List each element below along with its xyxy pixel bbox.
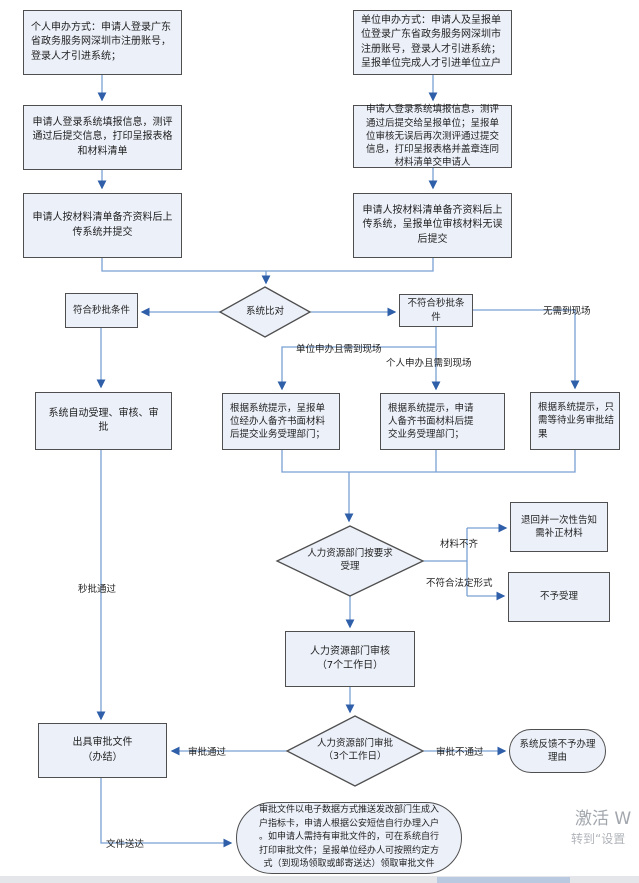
node-auto-process: 系统自动受理、审核、审 批 xyxy=(35,392,172,450)
node-hr-review-7days: 人力资源部门审核 （7个工作日） xyxy=(285,631,415,687)
node-delivery-note-ellipse: 审批文件以电子数据方式推送发改部门生成入 户指标卡，申请人根据公安短信自行办理入… xyxy=(236,802,462,874)
node-wait-for-result: 根据系统提示，只 需等待业务审批结 果 xyxy=(530,392,620,450)
node-unit-step3: 申请人按材料清单备齐资料后上 传系统，呈报单位审核材料无误 后提交 xyxy=(353,193,512,258)
diamond-system-compare xyxy=(218,286,312,338)
edge-label-document-delivery: 文件送达 xyxy=(106,839,145,850)
edge-label-no-onsite: 无需到现场 xyxy=(543,306,591,317)
edge-label-not-approved: 审批不通过 xyxy=(436,747,484,758)
node-personal-step2: 申请人登录系统填报信息，测评 通过后提交信息，打印呈报表格 和材料清单 xyxy=(23,105,182,170)
edge-label-materials-incomplete: 材料不齐 xyxy=(440,539,479,550)
node-not-accepted: 不予受理 xyxy=(508,572,610,622)
node-unit-onsite-materials: 根据系统提示，呈报单 位经办人备齐书面材料 后提交业务受理部门； xyxy=(222,393,340,450)
edge-label-unit-onsite: 单位申办且需到现场 xyxy=(296,344,382,355)
windows-activation-watermark-line2: 转到“设置 xyxy=(571,832,626,846)
edge-label-person-onsite: 个人申办且需到现场 xyxy=(386,358,472,369)
node-nomatch-instant-approval: 不符合秒批条 件 xyxy=(399,294,473,327)
node-unit-step1: 单位申办方式：申请人及呈报单 位登录广东省政务服务网深圳市 注册账号，登录人才引… xyxy=(353,10,512,75)
node-return-correct-materials: 退回并一次性告知 需补正材料 xyxy=(510,502,608,552)
edge-label-not-legal-form: 不符合法定形式 xyxy=(426,578,493,589)
node-issue-approval-document: 出具审批文件 （办结） xyxy=(38,723,167,778)
node-system-feedback-reason: 系统反馈不予办理 理由 xyxy=(509,729,606,773)
diamond-hr-accept xyxy=(275,525,425,597)
diamond-label-system-compare: 系统比对 xyxy=(245,305,284,317)
node-match-instant-approval: 符合秒批条件 xyxy=(65,293,138,328)
node-personal-step1: 个人申办方式：申请人登录广东 省政务服务网深圳市注册账号， 登录人才引进系统； xyxy=(23,10,182,75)
node-unit-step2: 申请人登录系统填报信息，测评 通过后提交给呈报单位；呈报单 位审核无误后再次测评… xyxy=(353,104,512,168)
diamond-hr-approve xyxy=(285,715,425,787)
diamond-label-hr-accept: 人力资源部门按要求 受理 xyxy=(307,548,393,572)
bottom-edge-bar-accent xyxy=(437,877,570,883)
edge-label-approved: 审批通过 xyxy=(188,747,227,758)
windows-activation-watermark-line1: 激活 W xyxy=(575,809,632,829)
node-personal-step3: 申请人按材料清单备齐资料后上 传系统并提交 xyxy=(23,193,182,258)
diamond-label-hr-approve: 人力资源部门审批 （3个工作日） xyxy=(316,738,393,762)
node-person-onsite-materials: 根据系统提示，申请 人备齐书面材料后提 交业务受理部门； xyxy=(380,393,505,450)
bottom-edge-bar xyxy=(0,876,639,883)
edge-label-instant-pass: 秒批通过 xyxy=(78,584,117,595)
